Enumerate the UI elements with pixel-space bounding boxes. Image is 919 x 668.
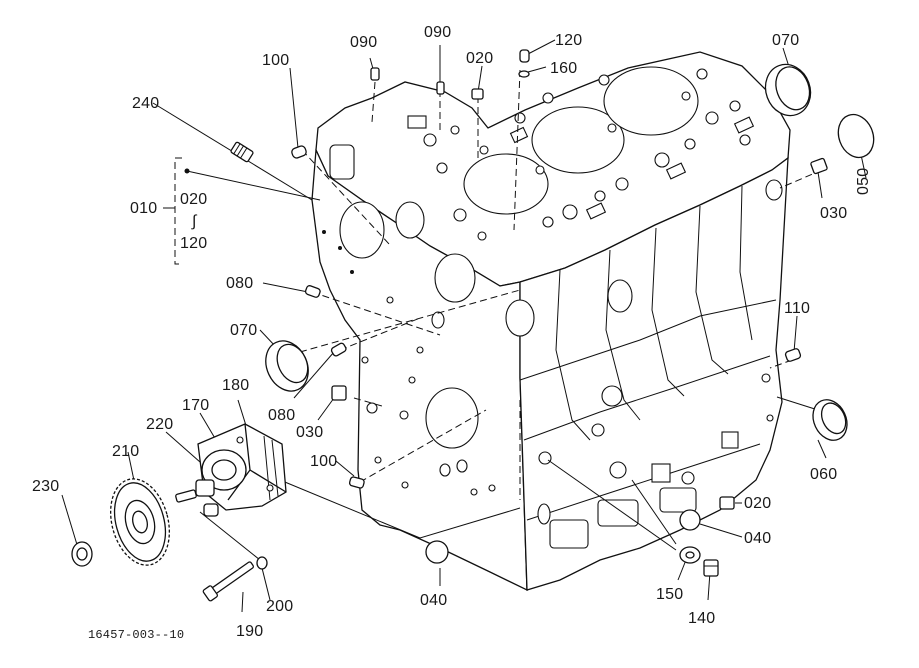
label-160: 160 [550,60,577,77]
label-210: 210 [112,443,139,460]
label-030-mid: 030 [296,424,323,441]
label-150: 150 [656,586,683,603]
pin-080-mid [330,342,347,357]
pin-090-b [436,81,445,95]
label-020-top: 020 [466,50,493,67]
label-240: 240 [132,95,159,112]
plug-020-right [719,496,735,510]
loose-parts [71,49,875,602]
cap-040-bottom [425,540,449,564]
group-bracket-010 [174,157,182,265]
bolt-140 [703,559,719,577]
washer-150 [679,546,701,564]
label-070-left: 070 [230,322,257,339]
side-face-ribs [505,179,783,549]
nut-230 [71,541,93,567]
cylinder-block [311,51,791,592]
label-180: 180 [222,377,249,394]
label-220: 220 [146,416,173,433]
washer-200 [256,556,268,570]
label-040-bottom: 040 [420,592,447,609]
plug-020-top [471,88,484,100]
pin-120-top [519,49,530,63]
label-190: 190 [236,623,263,640]
label-120-group: 120 [180,235,207,252]
label-020-right: 020 [744,495,771,512]
front-face-features [322,201,496,496]
label-050: 050 [855,168,872,195]
label-040-right: 040 [744,530,771,547]
label-030-right: 030 [820,205,847,222]
label-120-top: 120 [555,32,582,49]
label-080-left: 080 [226,275,253,292]
label-080-mid: 080 [268,407,295,424]
pin-100-mid [348,476,365,489]
label-200: 200 [266,598,293,615]
injection-pump-assembly [195,423,287,517]
label-070-top: 070 [772,32,799,49]
plug-030-right [810,157,828,175]
label-170: 170 [182,397,209,414]
label-100-mid: 100 [310,453,337,470]
plug-240 [230,141,254,163]
bolt-190 [202,561,254,602]
label-230: 230 [32,478,59,495]
plug-160 [518,70,530,78]
label-range-sym: ∫ [191,213,198,230]
seal-070-top [764,63,812,117]
figure-code: 16457-003--10 [88,628,184,642]
part-labels: 010 020 ∫ 120 240 100 090 090 020 120 16… [32,24,872,642]
seal-070-left [265,340,309,392]
plug-030-mid [331,385,347,401]
label-090-b: 090 [424,24,451,41]
deck-holes [329,68,755,241]
label-100-top: 100 [262,52,289,69]
gear-210 [110,478,170,566]
label-020-group: 020 [180,191,207,208]
label-010: 010 [130,200,157,217]
pin-110 [784,348,802,362]
cap-040-right [679,509,701,531]
label-090-a: 090 [350,34,377,51]
cap-050 [837,113,875,159]
pin-080-left [304,285,321,298]
seal-060 [812,399,848,441]
dowel-pin-100-top [291,145,307,159]
label-140: 140 [688,610,715,627]
pin-090-a [370,67,380,81]
label-110: 110 [784,300,810,317]
label-060: 060 [810,466,837,483]
